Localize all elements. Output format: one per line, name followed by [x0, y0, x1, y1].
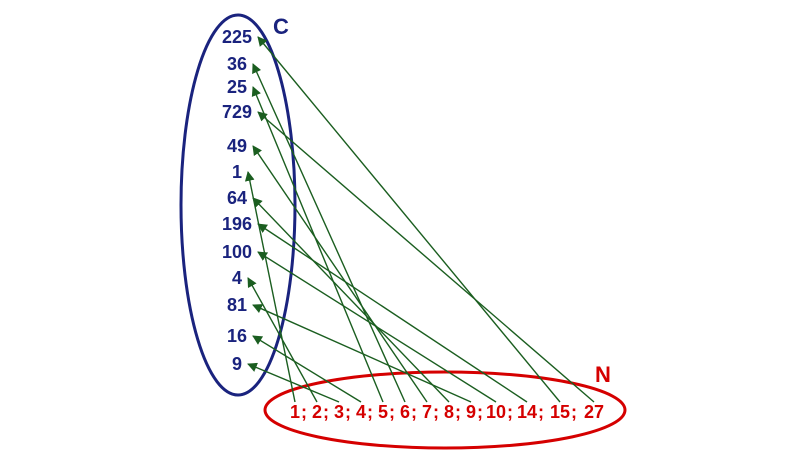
mapping-arrow-9-to-81: [252, 304, 472, 403]
mapping-arrows: [244, 36, 595, 403]
set-n-value: 3: [334, 402, 344, 422]
set-n-separator: ;: [433, 402, 439, 422]
set-c-value: 81: [227, 295, 247, 315]
set-n-value: 1: [290, 402, 300, 422]
set-n-value: 4: [356, 402, 366, 422]
set-n-ellipse: [263, 370, 627, 450]
set-n-separator: ;: [477, 402, 483, 422]
set-n-value: 14: [517, 402, 537, 422]
set-c-value: 49: [227, 136, 247, 156]
set-c-value: 4: [232, 268, 242, 288]
set-n-value: 8: [444, 402, 454, 422]
set-n-value: 2: [312, 402, 322, 422]
set-n-value: 6: [400, 402, 410, 422]
set-n-separator: ;: [507, 402, 513, 422]
mapping-arrow-8-to-64: [252, 197, 450, 403]
mapping-arrow-14-to-196: [257, 223, 528, 403]
set-c-value: 729: [222, 102, 252, 122]
set-c-value: 64: [227, 188, 247, 208]
set-c-value: 196: [222, 214, 252, 234]
set-n-value: 5: [378, 402, 388, 422]
set-n-value: 27: [584, 402, 604, 422]
mapping-arrow-10-to-100: [257, 251, 497, 403]
set-c-value: 100: [222, 242, 252, 262]
set-n-separator: ;: [323, 402, 329, 422]
set-n-separator: ;: [538, 402, 544, 422]
set-c-value: 1: [232, 162, 242, 182]
set-n-value: 15: [550, 402, 570, 422]
mapping-arrow-1-to-1: [244, 171, 296, 403]
set-n-value: 9: [466, 402, 476, 422]
set-c-value: 36: [227, 54, 247, 74]
mapping-arrow-27-to-729: [257, 111, 595, 403]
set-n-value: 7: [422, 402, 432, 422]
set-n-separator: ;: [411, 402, 417, 422]
set-c-ellipse: [179, 13, 297, 397]
mapping-arrow-6-to-36: [252, 63, 406, 403]
set-c-value: 9: [232, 354, 242, 374]
set-n-separator: ;: [389, 402, 395, 422]
set-n-separator: ;: [367, 402, 373, 422]
set-c-value: 225: [222, 27, 252, 47]
mapping-arrow-5-to-25: [251, 86, 384, 403]
set-n-values: 1;2;3;4;5;6;7;8;9;10;14;15;27: [290, 402, 604, 422]
set-n-value: 10: [486, 402, 506, 422]
mapping-arrow-15-to-225: [257, 36, 561, 403]
set-n-separator: ;: [301, 402, 307, 422]
mapping-arrow-3-to-9: [247, 362, 340, 403]
set-c-value: 16: [227, 326, 247, 346]
set-n-separator: ;: [455, 402, 461, 422]
set-c-value: 25: [227, 77, 247, 97]
set-n-separator: ;: [571, 402, 577, 422]
mapping-arrow-2-to-4: [247, 277, 318, 403]
mapping-arrow-4-to-16: [252, 335, 362, 403]
set-n-label: N: [595, 362, 611, 387]
set-n-separator: ;: [345, 402, 351, 422]
mapping-arrow-7-to-49: [252, 145, 428, 403]
set-c-label: C: [273, 14, 289, 39]
set-c-values: 225 36 25 729 49 1 64 196 100 4 81 16 9: [222, 27, 252, 374]
